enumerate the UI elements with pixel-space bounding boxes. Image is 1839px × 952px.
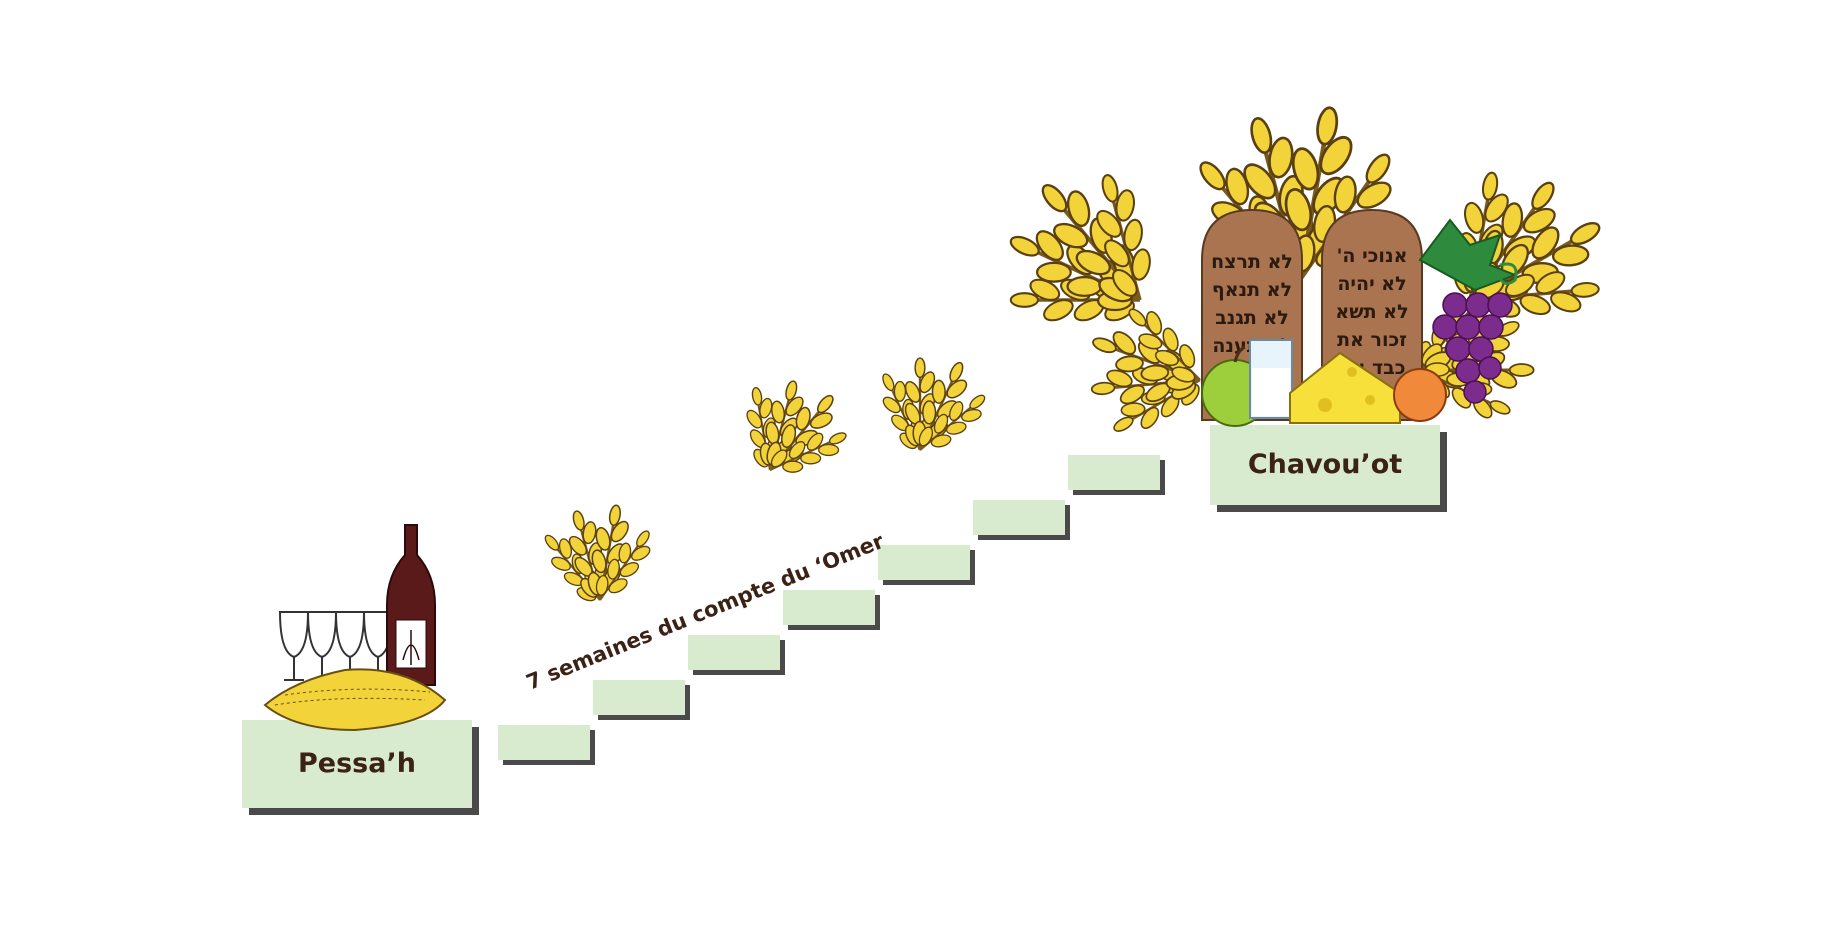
peach-icon [1394,369,1446,421]
tablet-right-line-4: זכור את [1337,329,1407,351]
wine-bottle-icon [387,525,435,685]
tablet-right-line-3: לא תשא [1335,301,1408,323]
wheat-sheaf-icon [708,352,872,509]
tablet-right-line-2: לא יהיה [1337,273,1406,295]
tablet-left-line-2: לא תנאף [1212,279,1292,301]
tablet-right-line-1: אנוכי ה' [1337,245,1408,267]
wheat-sheaf-icon [854,338,1004,475]
wheat-sheaf-icon [534,502,661,610]
milk-glass-icon [1250,340,1292,418]
tablet-left-line-1: לא תרצח [1211,251,1293,273]
tablet-left-line-3: לא תגנב [1215,307,1289,329]
